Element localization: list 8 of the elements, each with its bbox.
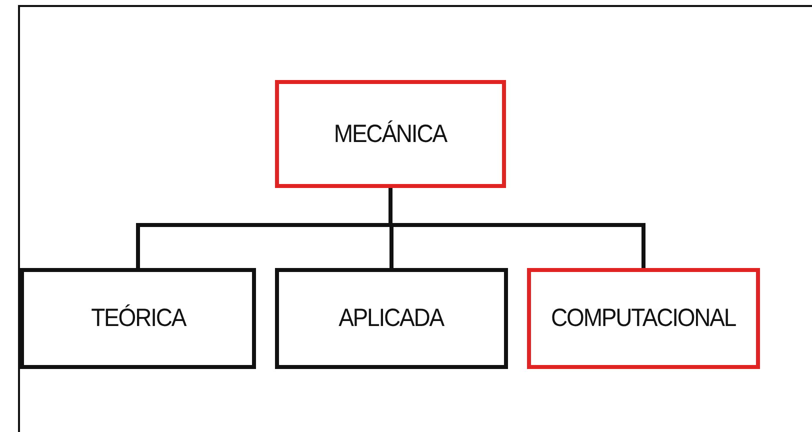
category-box — [275, 80, 506, 188]
category-box — [527, 268, 760, 369]
box-label: TEÓRICA — [90, 304, 186, 333]
box-label: COMPUTACIONAL — [551, 304, 736, 333]
category-box — [20, 268, 256, 369]
category-box — [275, 268, 508, 369]
box-label: APLICADA — [339, 304, 444, 333]
box-label: MECÁNICA — [334, 120, 447, 148]
